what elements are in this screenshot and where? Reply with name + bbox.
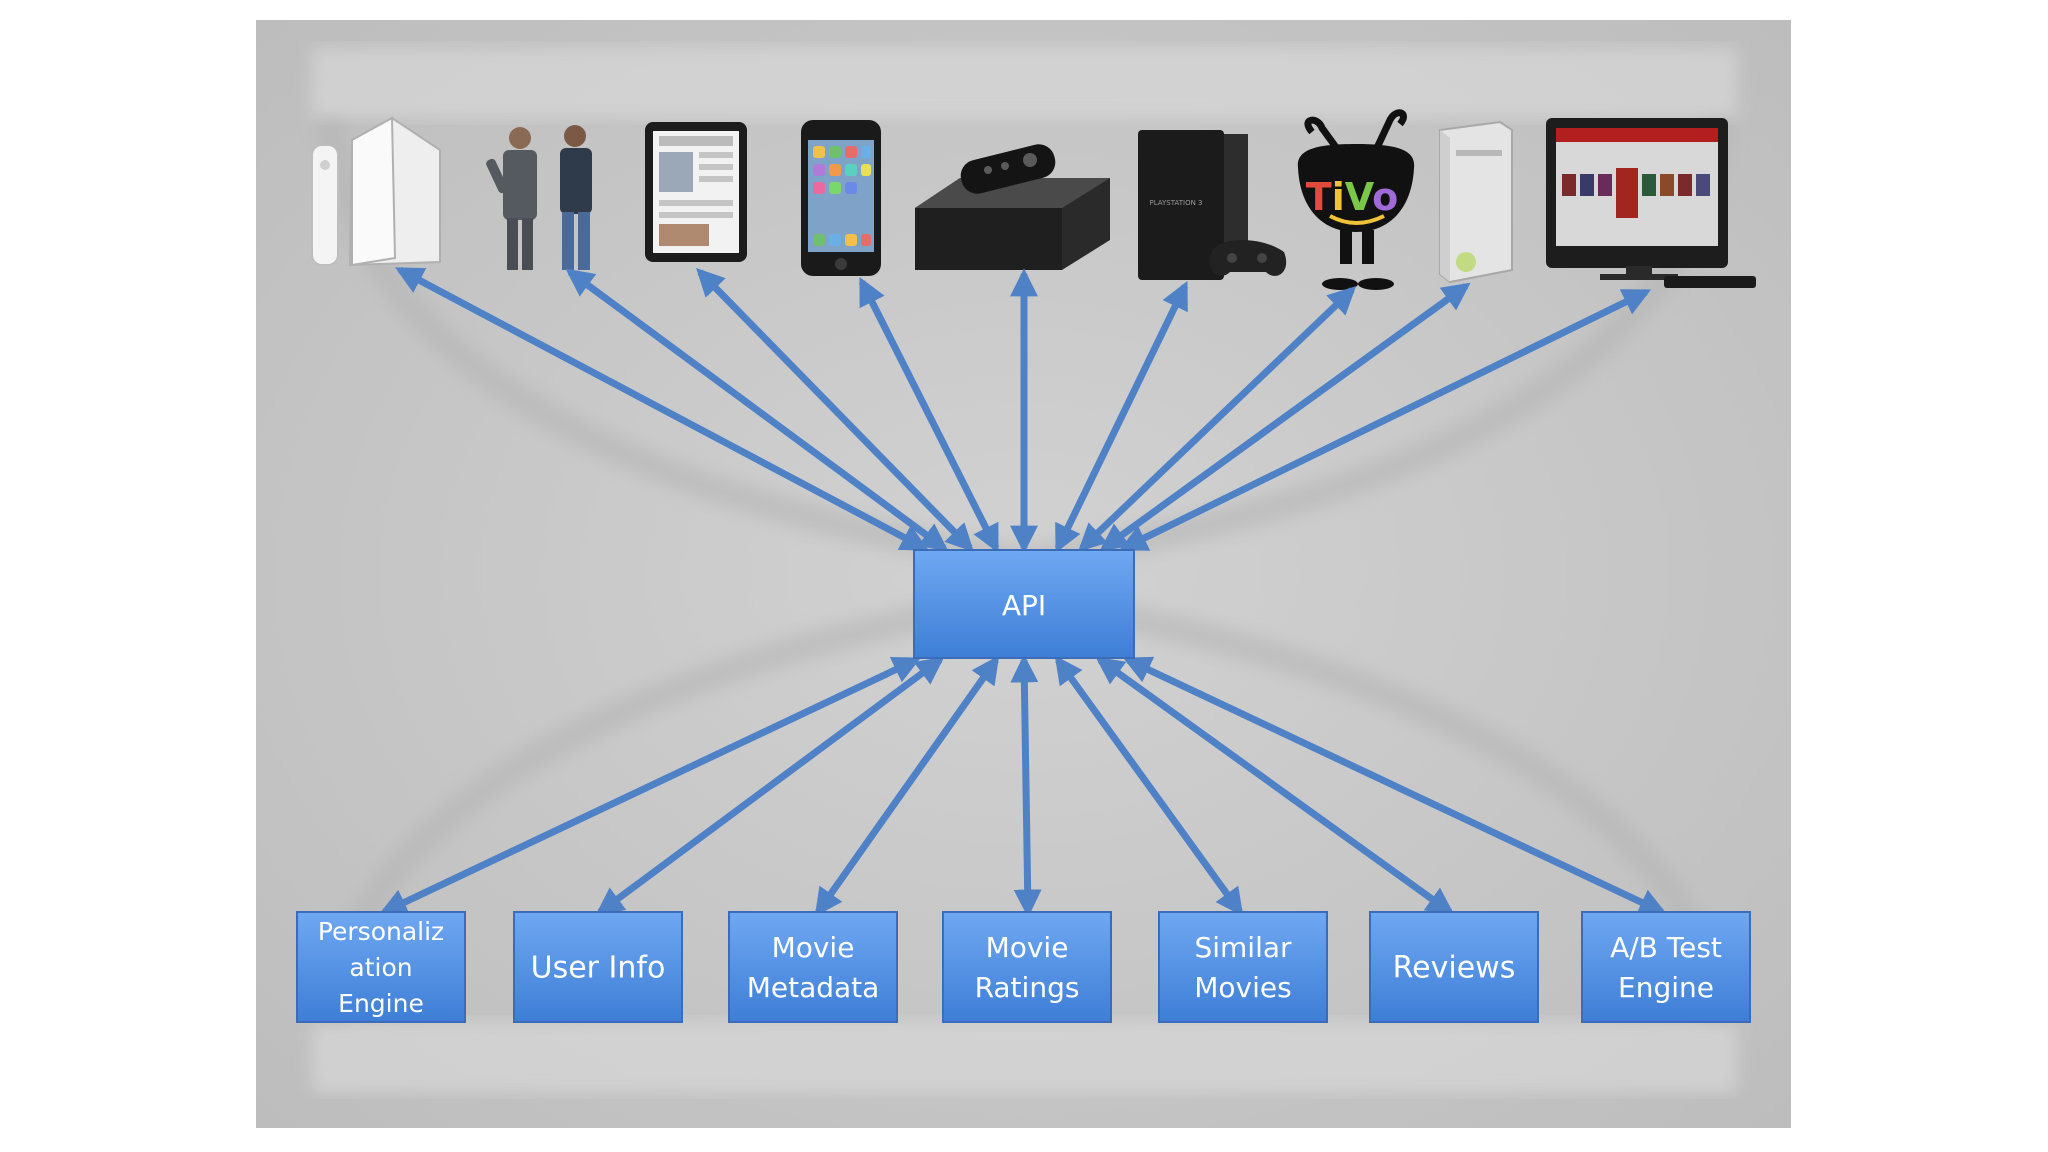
service-label-line: Movie (772, 931, 855, 964)
service-label-line: Metadata (747, 971, 880, 1004)
service-label-line: Ratings (975, 971, 1080, 1004)
ps3-logo-text: PLAYSTATION 3 (1150, 199, 1203, 207)
api-node[interactable]: API (914, 550, 1134, 658)
service-box-background (1582, 912, 1750, 1022)
tivo-logo-text: TiVo (1306, 175, 1398, 219)
service-label-line: Personaliz (318, 917, 444, 946)
service-label-line: Reviews (1393, 951, 1516, 986)
service-box-background (1159, 912, 1327, 1022)
service-label-line: User Info (531, 951, 666, 986)
service-box-background (943, 912, 1111, 1022)
service-label-line: Movies (1194, 971, 1291, 1004)
service-label-line: A/B Test (1610, 931, 1722, 964)
xbox-device (1440, 122, 1512, 282)
tv-device (1546, 118, 1756, 288)
service-label-line: Engine (338, 989, 424, 1018)
service-label-line: ation (349, 953, 412, 982)
service-box-background (729, 912, 897, 1022)
service-label-line: Similar (1194, 931, 1292, 964)
service-box[interactable]: User Info (514, 912, 682, 1022)
service-label-line: Movie (986, 931, 1069, 964)
service-box[interactable]: Reviews (1370, 912, 1538, 1022)
iphone-device (801, 120, 881, 276)
arrow-api-service-4 (1024, 660, 1028, 912)
api-label: API (1002, 589, 1046, 622)
service-label-line: Engine (1618, 971, 1714, 1004)
ipad-device (645, 122, 747, 262)
